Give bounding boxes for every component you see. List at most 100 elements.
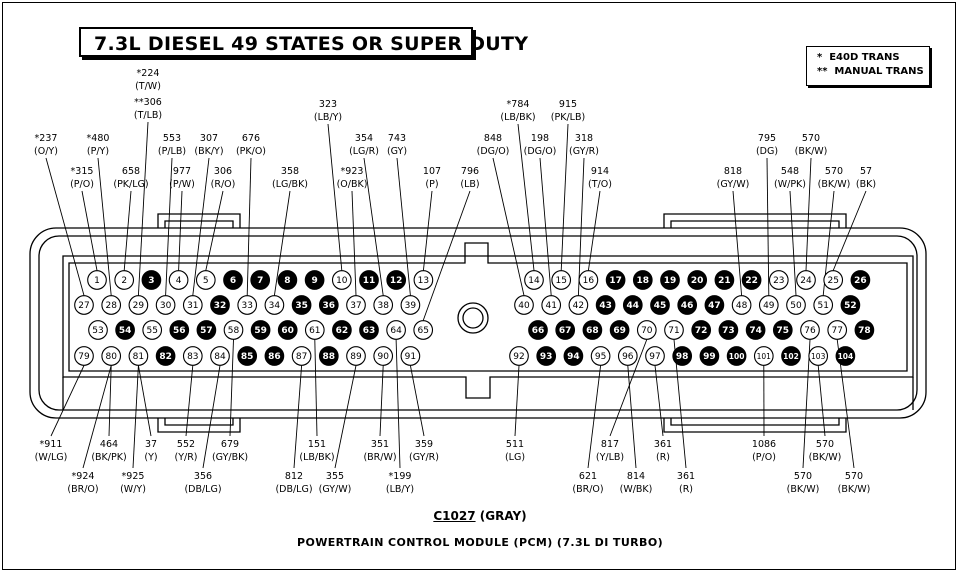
- pin-filled: [704, 295, 725, 315]
- pin-open: [524, 270, 544, 290]
- wire-leader-line: [560, 123, 569, 271]
- wire-color-code: (BK): [856, 179, 876, 190]
- pin-number: 54: [119, 326, 132, 336]
- wire-color-code: (GY/R): [569, 146, 599, 157]
- wire-circuit-number: 361: [677, 471, 695, 482]
- pin-number: 88: [323, 352, 336, 362]
- pin-number: 66: [532, 326, 545, 336]
- pin-number: 103: [811, 352, 826, 361]
- pin-number: 51: [817, 301, 828, 311]
- pin-filled: [609, 320, 630, 340]
- wire-leader-lines: [45, 121, 867, 469]
- pin-open: [182, 346, 203, 366]
- pin-number: 98: [676, 352, 689, 362]
- wire-color-code: (BK/W): [809, 452, 842, 463]
- pin-number: 49: [763, 301, 775, 311]
- pin-open: [101, 346, 122, 366]
- pin-filled: [141, 270, 162, 290]
- pin-filled: [741, 270, 762, 290]
- pin-number: 65: [417, 326, 428, 336]
- wire-circuit-number: 977: [173, 166, 191, 177]
- pin-number: 57: [200, 326, 213, 336]
- pin-number: 1: [94, 276, 100, 286]
- pin-number: 104: [838, 352, 854, 361]
- pin-open: [541, 295, 562, 315]
- wire-leader-line: [132, 365, 139, 469]
- wire-color-code: (Y/R): [174, 452, 197, 463]
- pin-open: [182, 295, 203, 315]
- wire-leader-line: [609, 339, 648, 437]
- pin-open: [195, 270, 216, 290]
- wire-circuit-number: 57: [860, 166, 872, 177]
- wire-circuit-number: *924: [72, 471, 95, 482]
- pin-number: 59: [254, 326, 267, 336]
- diagram-title: 7.3L DIESEL 49 STATES OR SUPER DUTY: [79, 27, 528, 57]
- pin-filled: [528, 320, 548, 340]
- pin-number: 56: [173, 326, 186, 336]
- pin-open: [291, 346, 312, 366]
- wire-color-code: (BK/PK): [91, 452, 126, 463]
- pin-number: 8: [284, 276, 290, 286]
- wire-color-code: (GY/R): [409, 452, 439, 463]
- pin-number: 12: [390, 276, 403, 286]
- wire-color-code: (LB/Y): [314, 112, 342, 123]
- pin-open: [617, 346, 638, 366]
- pin-number: 82: [159, 352, 172, 362]
- pin-number: 39: [405, 301, 417, 311]
- wire-circuit-number: 570: [825, 166, 843, 177]
- pin-number: 71: [668, 326, 679, 336]
- pin-filled: [555, 320, 576, 340]
- module-caption: POWERTRAIN CONTROL MODULE (PCM) (7.3L DI…: [297, 536, 663, 549]
- pin-filled: [726, 346, 747, 366]
- wire-leader-line: [97, 157, 112, 296]
- wire-color-code: (BK/W): [818, 179, 851, 190]
- wire-circuit-number: 915: [559, 99, 577, 110]
- pin-number: 9: [311, 276, 317, 286]
- wire-circuit-number: *480: [87, 133, 110, 144]
- pin-number: 96: [622, 352, 634, 362]
- pin-open: [373, 346, 394, 366]
- wire-color-code: (LB/BK): [299, 452, 334, 463]
- pin-number: 84: [214, 352, 226, 362]
- pin-number: 21: [718, 276, 731, 286]
- pin-number: 78: [858, 326, 871, 336]
- wire-leader-line: [205, 190, 224, 271]
- wire-color-code: (R/O): [211, 179, 236, 190]
- wire-circuit-number: 198: [531, 133, 549, 144]
- wire-leader-line: [137, 121, 149, 296]
- wire-leader-line: [137, 365, 152, 437]
- wire-leader-line: [379, 365, 384, 437]
- pin-number: 23: [773, 276, 784, 286]
- wire-circuit-number: *911: [40, 439, 63, 450]
- pin-number: 10: [336, 276, 348, 286]
- pin-filled: [196, 320, 217, 340]
- pin-filled: [277, 270, 298, 290]
- pin-filled: [605, 270, 626, 290]
- pin-number: 20: [691, 276, 704, 286]
- pin-filled: [536, 346, 557, 366]
- wire-leader-line: [246, 157, 252, 296]
- wire-color-code: (DG/O): [524, 146, 557, 157]
- pin-open: [509, 346, 529, 366]
- pin-open: [101, 295, 122, 315]
- pin-number: 13: [418, 276, 429, 286]
- pin-number: 48: [736, 301, 748, 311]
- wire-circuit-number: 356: [194, 471, 212, 482]
- pin-number: 42: [573, 301, 584, 311]
- pin-number: 102: [783, 352, 799, 361]
- pin-filled: [582, 320, 603, 340]
- wire-color-code: (P/O): [752, 452, 776, 463]
- wire-circuit-number: 306: [214, 166, 232, 177]
- pin-open: [551, 270, 572, 290]
- pin-filled: [359, 320, 379, 340]
- pin-number: 44: [627, 301, 640, 311]
- pin-number: 99: [703, 352, 716, 362]
- wire-color-code: (LB): [460, 179, 479, 190]
- wire-color-code: (P/LB): [158, 146, 186, 157]
- wire-color-code: (Y): [144, 452, 157, 463]
- pin-number: 52: [844, 301, 857, 311]
- pin-number: 85: [241, 352, 254, 362]
- wire-color-code: (Y/LB): [596, 452, 624, 463]
